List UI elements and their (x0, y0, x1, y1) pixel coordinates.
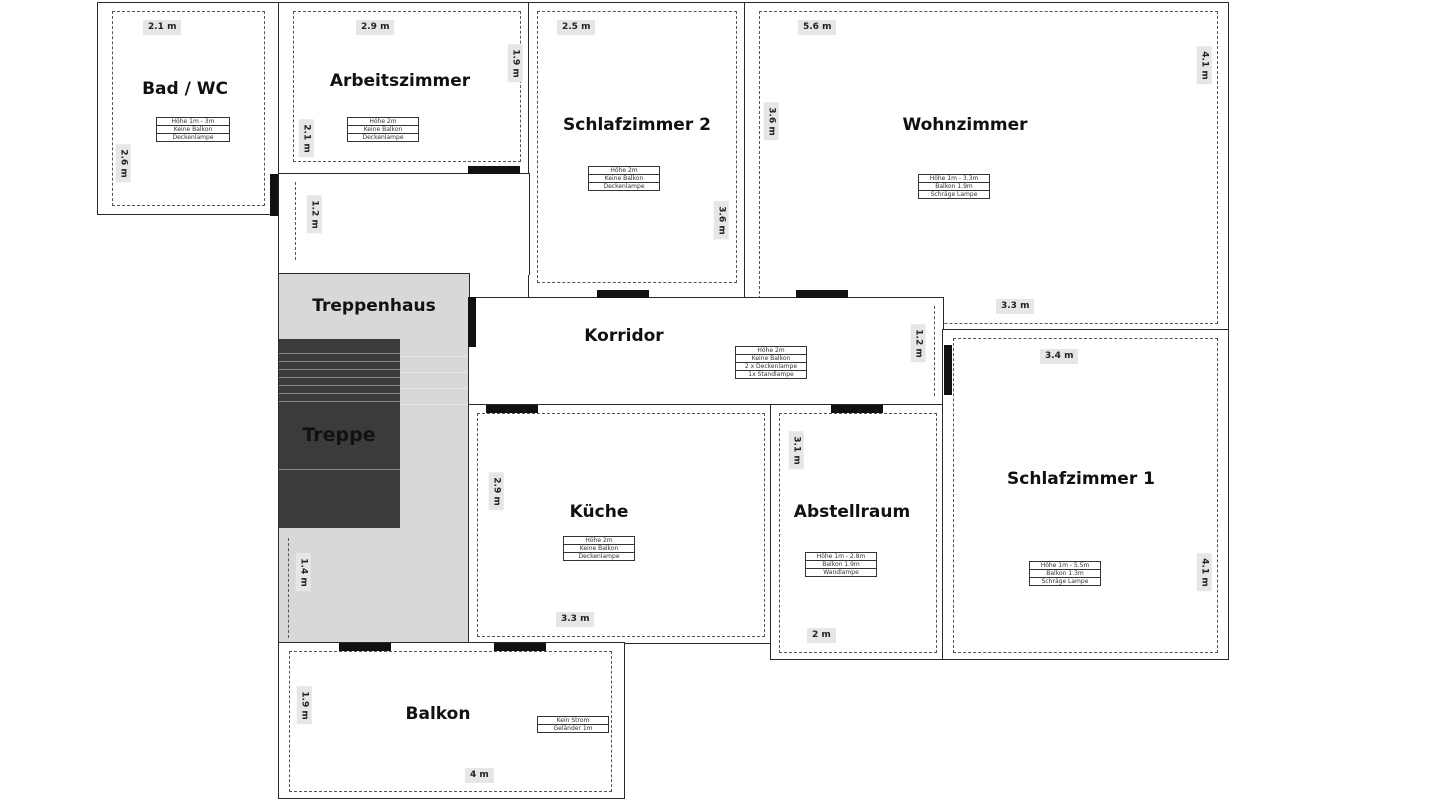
info-line: Höhe 2m (564, 537, 634, 545)
info-line: Balkon 1.3m (1030, 570, 1100, 578)
door (597, 290, 649, 298)
door (796, 290, 848, 298)
stair-step (279, 385, 400, 386)
dim-schlafzimmer-2-top: 2.5 m (557, 20, 596, 35)
dim-bad-side: 2.6 m (115, 144, 131, 183)
dim-bad-top: 2.1 m (143, 20, 182, 35)
dim-schlafzimmer-1-right: 4.1 m (1196, 553, 1212, 592)
dim-treppenhaus-side: 1.4 m (295, 553, 311, 592)
dim-balkon-left: 1.9 m (296, 686, 312, 725)
room-name-schlafzimmer-2: Schlafzimmer 2 (563, 115, 711, 135)
room-name-schlafzimmer-1: Schlafzimmer 1 (1007, 469, 1155, 489)
stair-line (400, 356, 468, 357)
info-line: Höhe 1m - 2.8m (806, 553, 876, 561)
room-kueche (468, 404, 772, 644)
info-line: Balkon 1.9m (919, 183, 989, 191)
info-line: Höhe 1m - 5.5m (1030, 562, 1100, 570)
room-korridor (468, 297, 944, 406)
stair-step (279, 401, 400, 402)
door (486, 405, 538, 413)
dim-wohnzimmer-right: 4.1 m (1196, 46, 1212, 85)
room-schlafzimmer-2 (528, 2, 746, 298)
info-line: Kein Strom (538, 717, 608, 725)
dim-abstellraum-left: 3.1 m (788, 431, 804, 470)
dim-abstellraum-bottom: 2 m (807, 628, 836, 643)
info-line: Höhe 1m - 3.3m (919, 175, 989, 183)
room-wohnzimmer (744, 2, 1229, 331)
info-line: Deckenlampe (578, 553, 620, 560)
door (468, 166, 520, 174)
info-line: Schräge Lampe (930, 191, 978, 198)
room-schlafzimmer-1 (942, 329, 1229, 660)
info-line: Keine Balkon (589, 175, 659, 183)
stair-step (279, 369, 400, 370)
dim-korridor-right: 1.2 m (910, 324, 926, 363)
info-line: Höhe 1m - 3m (157, 118, 229, 126)
info-balkon: Kein Strom Geländer 1m (537, 716, 609, 733)
dim-schlafzimmer-2-right: 3.6 m (713, 201, 729, 240)
door (339, 643, 391, 651)
info-abstellraum: Höhe 1m - 2.8m Balkon 1.9m Wandlampe (805, 552, 877, 577)
stairs-label: Treppe (302, 424, 376, 446)
dim-arbeitszimmer-top: 2.9 m (356, 20, 395, 35)
info-line: Deckenlampe (172, 134, 214, 141)
info-schlafzimmer-1: Höhe 1m - 5.5m Balkon 1.3m Schräge Lampe (1029, 561, 1101, 586)
door (944, 345, 952, 395)
info-bad: Höhe 1m - 3m Keine Balkon Deckenlampe (156, 117, 230, 142)
info-line: Balkon 1.9m (806, 561, 876, 569)
room-name-wohnzimmer: Wohnzimmer (902, 115, 1028, 135)
info-line: Höhe 2m (348, 118, 418, 126)
dim-balkon-bottom: 4 m (465, 768, 494, 783)
dim-schlafzimmer-1-top: 3.4 m (1040, 349, 1079, 364)
info-arbeitszimmer: Höhe 2m Keine Balkon Deckenlampe (347, 117, 419, 142)
room-name-kueche: Küche (569, 502, 629, 522)
stairs (279, 339, 400, 528)
info-line: Keine Balkon (157, 126, 229, 134)
info-line: Geländer 1m (553, 725, 593, 732)
room-name-abstellraum: Abstellraum (793, 502, 911, 522)
info-schlafzimmer-2: Höhe 2m Keine Balkon Deckenlampe (588, 166, 660, 191)
door (270, 174, 278, 216)
door (494, 643, 546, 651)
dim-kueche-bottom: 3.3 m (556, 612, 595, 627)
room-bad (97, 2, 280, 215)
info-kueche: Höhe 2m Keine Balkon Deckenlampe (563, 536, 635, 561)
dim-flur-side: 1.2 m (306, 195, 322, 234)
door (831, 405, 883, 413)
info-line: Deckenlampe (603, 183, 645, 190)
info-line: Deckenlampe (362, 134, 404, 141)
info-line: Höhe 2m (589, 167, 659, 175)
info-line: Keine Balkon (736, 355, 806, 363)
dim-wohnzimmer-top: 5.6 m (798, 20, 837, 35)
stair-line (400, 404, 468, 405)
info-wohnzimmer: Höhe 1m - 3.3m Balkon 1.9m Schräge Lampe (918, 174, 990, 199)
stair-line (400, 372, 468, 373)
room-name-korridor: Korridor (584, 326, 664, 346)
stair-step (279, 361, 400, 362)
stair-step (279, 353, 400, 354)
info-line: 1x Standlampe (748, 371, 794, 378)
room-name-balkon: Balkon (405, 704, 471, 724)
info-line: 2 x Deckenlampe (736, 363, 806, 371)
stair-step (279, 469, 400, 470)
dim-kueche-left: 2.9 m (488, 472, 504, 511)
room-name-bad: Bad / WC (142, 79, 228, 99)
dim-arbeitszimmer-right: 1.9 m (507, 44, 523, 83)
room-name-treppenhaus: Treppenhaus (312, 296, 436, 316)
stair-line (400, 388, 468, 389)
dim-wohnzimmer-bottom: 3.3 m (996, 299, 1035, 314)
info-line: Keine Balkon (348, 126, 418, 134)
stair-step (279, 377, 400, 378)
dim-arbeitszimmer-left: 2.1 m (298, 119, 314, 158)
stair-step (279, 393, 400, 394)
info-line: Höhe 2m (736, 347, 806, 355)
info-line: Wandlampe (823, 569, 859, 576)
room-name-arbeitszimmer: Arbeitszimmer (329, 71, 471, 91)
info-korridor: Höhe 2m Keine Balkon 2 x Deckenlampe 1x … (735, 346, 807, 379)
info-line: Schräge Lampe (1041, 578, 1089, 585)
info-line: Keine Balkon (564, 545, 634, 553)
door (468, 297, 476, 347)
dim-wohnzimmer-left: 3.6 m (763, 102, 779, 141)
